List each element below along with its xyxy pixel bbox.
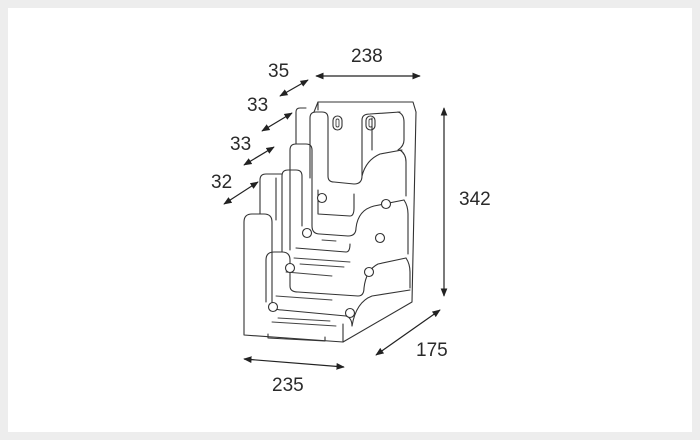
rivet-hole-icon — [267, 301, 279, 313]
brochure-holder-drawing: 238 342 175 235 35 33 33 32 — [211, 46, 491, 396]
width-top-label: 238 — [351, 46, 383, 67]
drawing-panel: 238 342 175 235 35 33 33 32 — [8, 8, 692, 432]
rivet-hole-icon — [284, 262, 296, 274]
rivet-hole-icon — [301, 227, 313, 239]
dimension-arrows — [223, 72, 448, 370]
rivet-hole-icon — [363, 266, 375, 278]
rivet-hole-icon — [316, 192, 328, 204]
dimension-labels: 238 342 175 235 35 33 33 32 — [211, 46, 491, 396]
pocket-4-label: 32 — [211, 172, 232, 193]
rivet-hole-icon — [374, 232, 386, 244]
pocket-1-arrow — [279, 79, 309, 97]
rivet-hole-icon — [380, 198, 392, 210]
hanging-slot-left-icon — [332, 115, 343, 131]
brochure-holder-outline — [243, 101, 417, 343]
pocket-2-label: 33 — [247, 95, 268, 116]
hanging-slot-right-icon — [365, 115, 376, 131]
pocket-4-arrow — [223, 181, 259, 205]
pocket-1-label: 35 — [268, 61, 289, 82]
width-bottom-label: 235 — [272, 375, 304, 396]
depth-arrow — [375, 309, 441, 356]
pocket-2-arrow — [261, 112, 293, 132]
depth-label: 175 — [416, 340, 448, 361]
width-bottom-arrow — [243, 356, 345, 370]
pocket-3-arrow — [243, 146, 275, 166]
height-label: 342 — [459, 189, 491, 210]
rivet-hole-icon — [344, 307, 356, 319]
pocket-3-label: 33 — [230, 134, 251, 155]
